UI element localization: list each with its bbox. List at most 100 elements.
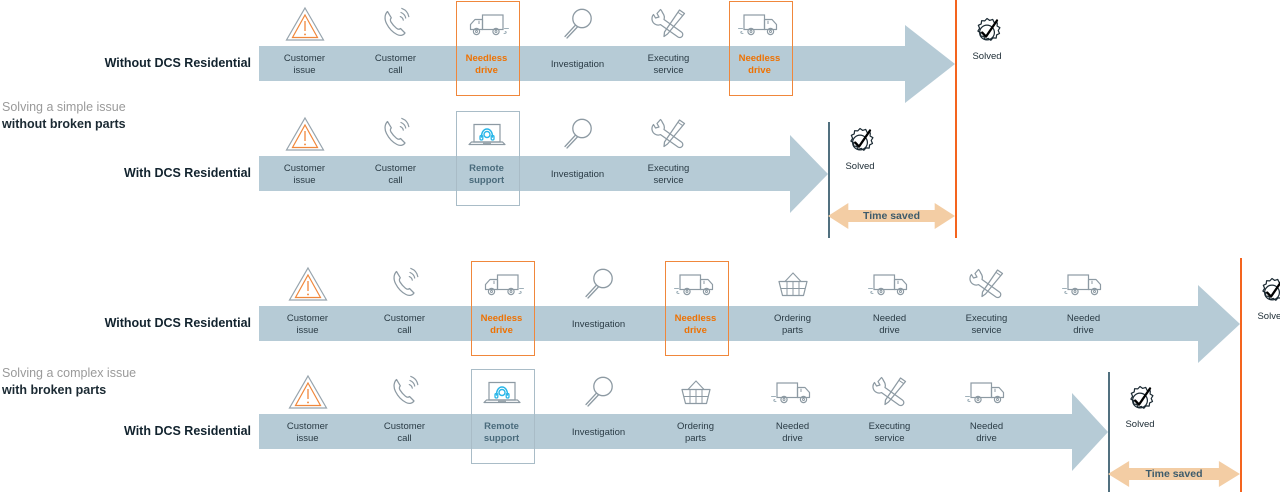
milestone-line-3 [1240, 258, 1242, 492]
step-icon-wrapper [714, 4, 805, 42]
step-label: Remote support [483, 421, 520, 445]
step-icon-wrapper [1035, 264, 1132, 302]
step-highlight-box [728, 1, 793, 96]
step-label: Needed drive [872, 313, 907, 337]
truck-right-icon [1061, 274, 1101, 296]
step-label: Executing service [647, 163, 690, 187]
phone-ringing-icon [392, 375, 418, 404]
step-label: Needless drive [674, 313, 717, 337]
step-icon-wrapper [938, 264, 1035, 302]
step-label: Customer call [374, 163, 417, 187]
time-saved-label: Time saved [862, 210, 920, 222]
section-caption-line-2: without broken parts [2, 116, 126, 131]
phone-ringing-icon [383, 7, 409, 36]
step-icon-wrapper [841, 264, 938, 302]
step-highlight-box [470, 261, 535, 356]
laptop-headset-icon [482, 381, 521, 404]
process-bar-2 [259, 156, 790, 191]
step-label: Investigation [571, 319, 626, 330]
solved-marker-2: Solved [830, 126, 890, 172]
step-icon-wrapper [550, 372, 647, 410]
step-icon-wrapper [938, 372, 1035, 410]
warning-triangle-icon [284, 116, 325, 151]
step-icon-wrapper [441, 114, 532, 152]
phone-ringing-icon [383, 117, 409, 146]
truck-left-icon [469, 14, 509, 36]
truck-right-icon [867, 274, 907, 296]
time-saved-double-arrow-icon [828, 203, 955, 229]
step-icon-wrapper [356, 264, 453, 302]
step-label: Investigation [550, 169, 605, 180]
gear-check-icon [977, 17, 1001, 41]
milestone-line-4 [1108, 372, 1110, 492]
step-label: Ordering parts [774, 313, 811, 337]
step-label: Customer issue [286, 421, 329, 445]
process-bar-3 [259, 306, 1198, 341]
step-icon-wrapper [647, 372, 744, 410]
time-saved-double-arrow-icon [1108, 461, 1240, 487]
shopping-basket-icon [680, 380, 711, 405]
step-label: Needed drive [969, 421, 1004, 445]
gear-check-icon-wrapper [1110, 384, 1170, 418]
gear-check-icon [850, 127, 874, 151]
step-highlight-box [455, 111, 520, 206]
laptop-headset-icon [467, 123, 506, 146]
warning-triangle-icon [287, 374, 328, 409]
step-icon-wrapper [350, 4, 441, 42]
truck-right-icon [964, 382, 1004, 404]
warning-triangle-icon [284, 6, 325, 41]
section-caption-1: Solving a simple issue without broken par… [2, 99, 126, 133]
step-icon-wrapper [350, 114, 441, 152]
step-icon-wrapper [259, 372, 356, 410]
time-saved-indicator-2: Time saved [1108, 457, 1240, 491]
gear-check-icon-wrapper [957, 16, 1017, 50]
step-icon-wrapper [453, 372, 550, 410]
magnifier-icon [584, 268, 613, 299]
process-bar-4 [259, 414, 1072, 449]
step-label: Customer issue [283, 53, 326, 77]
step-icon-wrapper [532, 4, 623, 42]
row-label-2: With DCS Residential [124, 165, 251, 180]
section-caption-line-2: with broken parts [2, 382, 107, 397]
wrench-screwdriver-icon [650, 118, 685, 149]
time-saved-indicator-1: Time saved [828, 199, 955, 233]
solved-label: Solved [972, 51, 1002, 62]
step-icon-wrapper [259, 4, 350, 42]
step-icon-wrapper [532, 114, 623, 152]
truck-right-icon [770, 382, 810, 404]
warning-triangle-icon [287, 266, 328, 301]
time-saved-label: Time saved [1145, 468, 1203, 480]
step-label: Needless drive [480, 313, 523, 337]
step-icon-wrapper [623, 114, 714, 152]
row-label-4: With DCS Residential [124, 423, 251, 438]
section-caption-line-1: Solving a simple issue [2, 100, 126, 114]
solved-marker-3: Solved [1242, 276, 1280, 322]
magnifier-icon [563, 118, 592, 149]
step-icon-wrapper [453, 264, 550, 302]
step-label: Customer issue [283, 163, 326, 187]
milestone-line-2 [828, 122, 830, 238]
process-arrow-head-2 [790, 134, 828, 213]
gear-check-icon-wrapper [1242, 276, 1280, 310]
step-label: Customer call [383, 313, 426, 337]
step-label: Needed drive [775, 421, 810, 445]
wrench-screwdriver-icon [650, 8, 685, 39]
shopping-basket-icon [777, 272, 808, 297]
step-icon-wrapper [356, 372, 453, 410]
step-highlight-box [455, 1, 520, 96]
row-label-1: Without DCS Residential [104, 55, 251, 70]
step-label: Customer call [374, 53, 417, 77]
step-icon-wrapper [744, 264, 841, 302]
process-arrow-head-1 [905, 24, 955, 103]
truck-right-icon [673, 274, 713, 296]
truck-right-icon [737, 14, 777, 36]
step-icon-wrapper [259, 114, 350, 152]
step-label: Customer issue [286, 313, 329, 337]
magnifier-icon [584, 376, 613, 407]
milestone-line-1 [955, 0, 957, 238]
process-bar-1 [259, 46, 905, 81]
row-label-3: Without DCS Residential [104, 315, 251, 330]
solved-label: Solved [845, 161, 875, 172]
step-label: Executing service [868, 421, 911, 445]
step-icon-wrapper [623, 4, 714, 42]
